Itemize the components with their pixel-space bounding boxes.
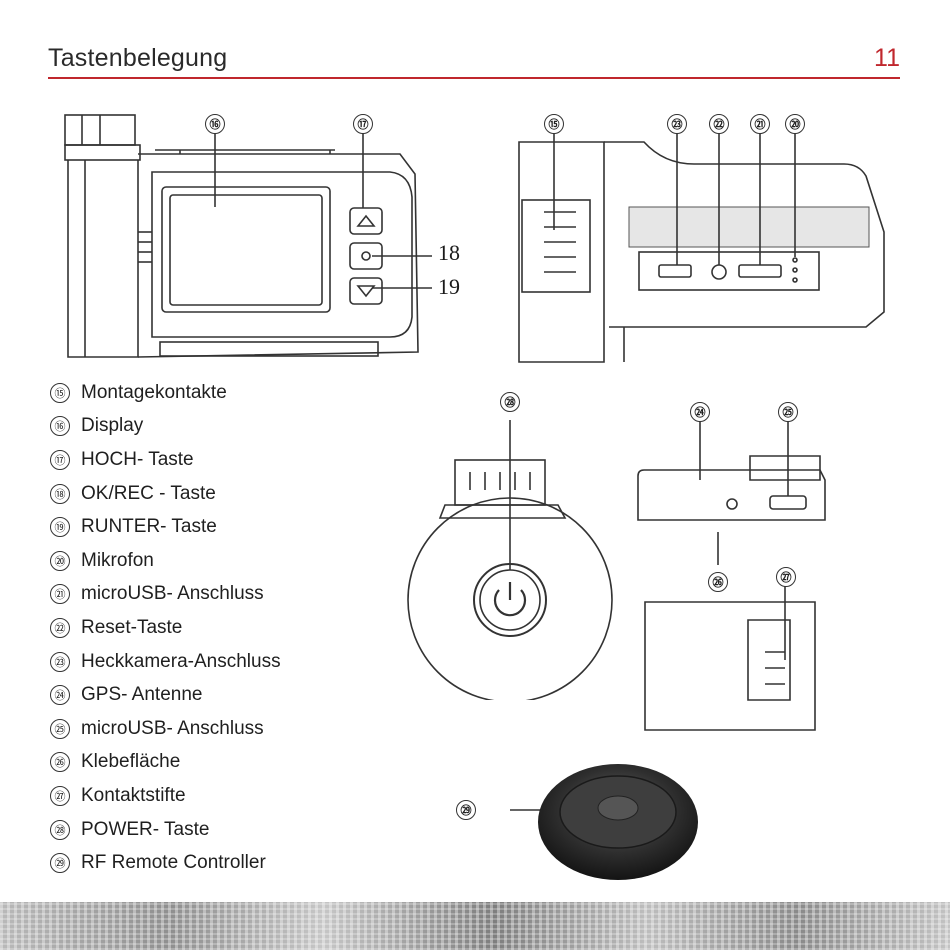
legend-number: ㉕: [50, 718, 70, 739]
legend-label: Kontaktstifte: [81, 784, 186, 806]
legend-label: microUSB- Anschluss: [81, 583, 264, 605]
legend-number: ⑯: [50, 416, 70, 437]
legend-item: ㉘ POWER- Taste: [50, 813, 370, 847]
legend-item: ⑮ Montagekontakte: [50, 376, 370, 410]
legend-number: ⑱: [50, 483, 70, 504]
legend-number: ㉔: [50, 685, 70, 706]
callout-26: ㉖: [708, 572, 728, 592]
callout-17: ⑰: [353, 114, 373, 134]
callout-28: ㉘: [500, 392, 520, 412]
legend-label: Display: [81, 415, 144, 437]
legend-label: OK/REC - Taste: [81, 482, 216, 504]
page-header: Tastenbelegung 11: [48, 44, 900, 84]
legend-number: ㉙: [50, 853, 70, 874]
legend-number: ⑲: [50, 517, 70, 538]
legend-number: ⑰: [50, 449, 70, 470]
legend-item: ⑯ Display: [50, 410, 370, 444]
legend-item: ㉖ Klebefläche: [50, 746, 370, 780]
legend-label: Heckkamera-Anschluss: [81, 650, 281, 672]
mount-power-diagram: [400, 420, 620, 700]
legend-label: Reset-Taste: [81, 616, 183, 638]
legend-number: ⑮: [50, 382, 70, 403]
footer-band: [0, 902, 950, 950]
mount-power-drawing: [407, 420, 613, 700]
legend-item: ㉔ GPS- Antenne: [50, 678, 370, 712]
label-18: 18: [438, 240, 460, 265]
legend-label: Montagekontakte: [81, 381, 227, 403]
legend-label: HOCH- Taste: [81, 448, 194, 470]
label-19: 19: [438, 274, 460, 299]
callout-24: ㉔: [690, 402, 710, 422]
legend-label: microUSB- Anschluss: [81, 717, 264, 739]
legend-label: Klebefläche: [81, 751, 181, 773]
page-number: 11: [874, 44, 900, 72]
legend-item: ㉙ RF Remote Controller: [50, 846, 370, 880]
callout-25: ㉕: [778, 402, 798, 422]
legend-item: ⑰ HOCH- Taste: [50, 443, 370, 477]
legend-item: ⑲ RUNTER- Taste: [50, 510, 370, 544]
legend-item: ㉗ Kontaktstifte: [50, 779, 370, 813]
callout-21: ㉑: [750, 114, 770, 134]
callout-23: ㉓: [667, 114, 687, 134]
camera-side-drawing: [518, 132, 885, 363]
legend-label: POWER- Taste: [81, 818, 210, 840]
legend-item: ㉑ microUSB- Anschluss: [50, 578, 370, 612]
legend-label: Mikrofon: [81, 549, 154, 571]
camera-front-diagram: [60, 112, 480, 367]
legend-number: ㉗: [50, 785, 70, 806]
legend-item: ㉓ Heckkamera-Anschluss: [50, 645, 370, 679]
camera-front-drawing: [64, 114, 432, 358]
camera-side-diagram: [514, 112, 894, 367]
legend-label: RF Remote Controller: [81, 852, 266, 874]
legend-list: ⑮ Montagekontakte ⑯ Display ⑰ HOCH- Taste ⑱…: [50, 376, 370, 880]
legend-number: ㉘: [50, 819, 70, 840]
remote-controller-drawing: [510, 764, 698, 880]
header-rule: [48, 77, 900, 79]
legend-number: ㉑: [50, 584, 70, 605]
legend-number: ㉓: [50, 651, 70, 672]
callout-27: ㉗: [776, 567, 796, 587]
legend-item: ㉕ microUSB- Anschluss: [50, 712, 370, 746]
legend-number: ㉒: [50, 617, 70, 638]
legend-number: ⑳: [50, 550, 70, 571]
legend-label: RUNTER- Taste: [81, 516, 217, 538]
legend-item: ⑱ OK/REC - Taste: [50, 477, 370, 511]
legend-item: ㉒ Reset-Taste: [50, 611, 370, 645]
callout-22: ㉒: [709, 114, 729, 134]
legend-number: ㉖: [50, 752, 70, 773]
callout-15-side: ⑮: [544, 114, 564, 134]
callout-16: ⑯: [205, 114, 225, 134]
legend-label: GPS- Antenne: [81, 684, 203, 706]
callout-29: ㉙: [456, 800, 476, 820]
remote-controller-diagram: [470, 760, 710, 890]
gps-mount-diagram: [630, 420, 835, 740]
gps-mount-drawing: [637, 420, 826, 731]
callout-20: ⑳: [785, 114, 805, 134]
legend-item: ⑳ Mikrofon: [50, 544, 370, 578]
page-title: Tastenbelegung: [48, 44, 228, 72]
